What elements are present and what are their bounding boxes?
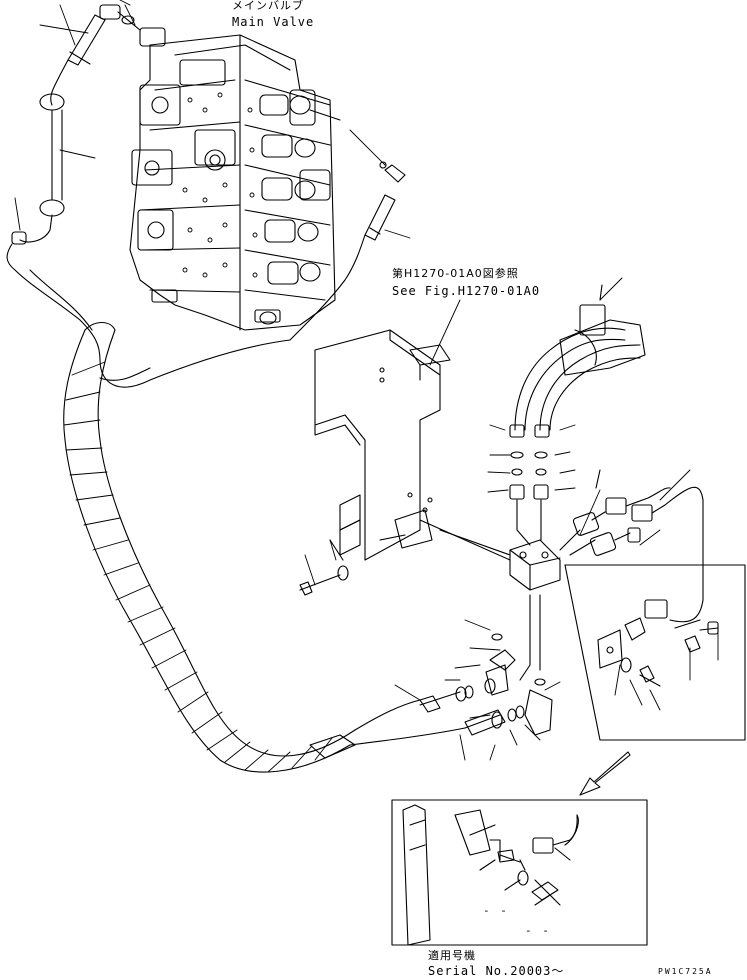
harness-upper-branch bbox=[99, 339, 291, 388]
bracket-plate bbox=[314, 329, 451, 561]
hoses-top-right bbox=[509, 284, 646, 438]
inset-mark-1: - - bbox=[483, 904, 509, 917]
drawing-code: PW1C725A bbox=[658, 967, 713, 976]
pressure-sensor-top bbox=[6, 14, 106, 361]
reference-en-label: See Fig.H1270-01A0 bbox=[392, 284, 541, 298]
serial-jp-label: 適用号機 bbox=[428, 949, 476, 962]
lower-fittings bbox=[419, 594, 553, 736]
reference-jp-label: 第H1270-01A0図参照 bbox=[392, 267, 519, 280]
arrow-to-inset bbox=[579, 751, 631, 796]
bolt-washer-left bbox=[299, 539, 349, 596]
distribution-block bbox=[419, 519, 561, 591]
wrapped-harness bbox=[63, 321, 466, 773]
inset-mark-2: - - bbox=[525, 924, 551, 937]
inset-box bbox=[391, 799, 648, 946]
main-valve-jp-label: メインバルブ bbox=[232, 0, 304, 12]
serial-en-label: Serial No.20003～ bbox=[428, 964, 565, 978]
main-valve bbox=[99, 4, 341, 331]
pressure-sensor-right bbox=[289, 161, 406, 341]
leader-lines bbox=[14, 0, 719, 761]
clamp-detail-box bbox=[564, 564, 746, 741]
fitting-stack bbox=[509, 451, 549, 546]
main-valve-en-label: Main Valve bbox=[232, 15, 315, 29]
pressure-sensors-block bbox=[559, 469, 704, 623]
